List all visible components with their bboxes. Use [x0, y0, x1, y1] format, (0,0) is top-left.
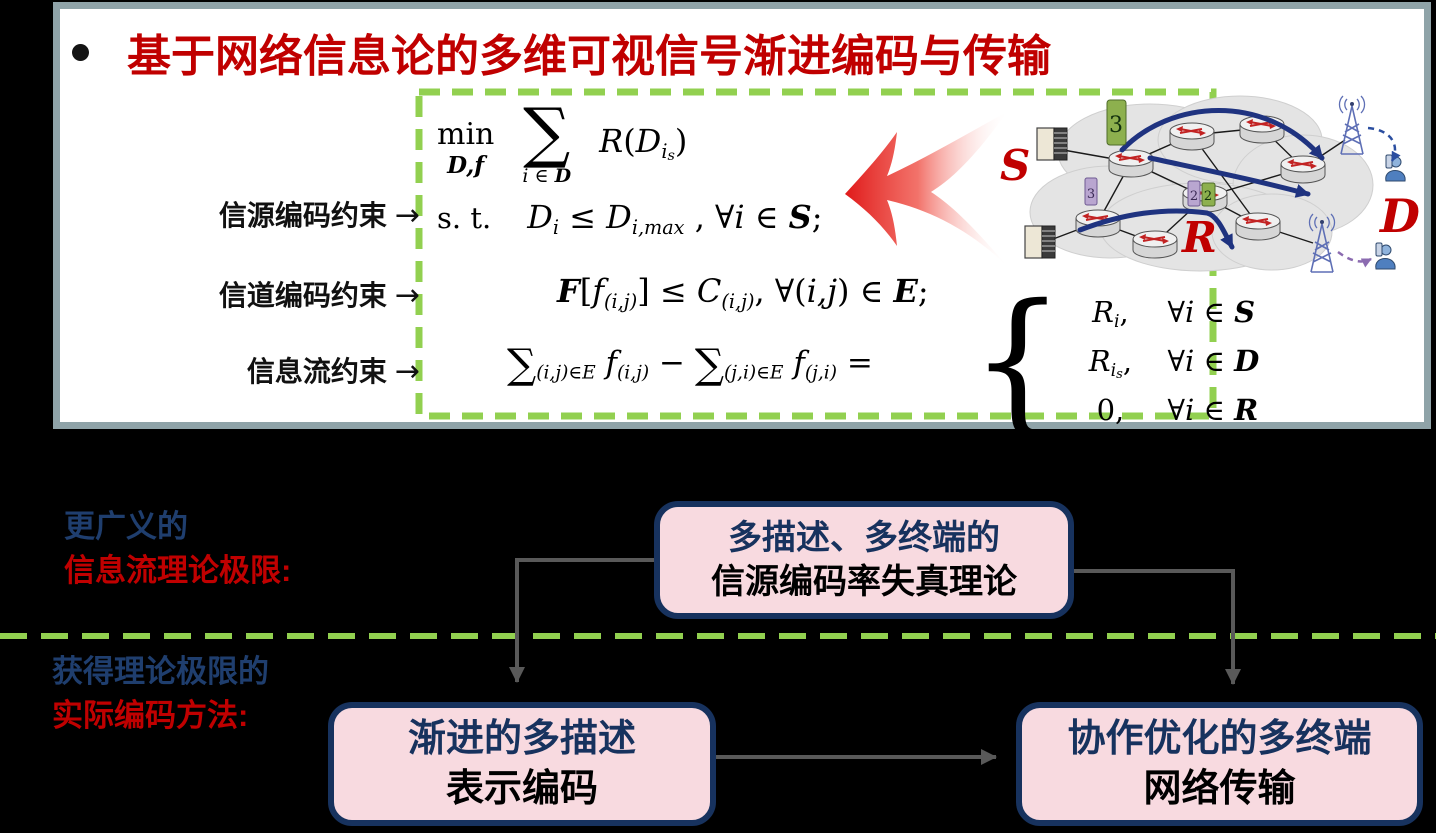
- curly-brace-icon: {: [970, 272, 1066, 450]
- box-line: 信源编码率失真理论: [711, 563, 1017, 601]
- sum-subscript: i ∈ D: [522, 164, 572, 187]
- label-source-coding-constraint: 信源编码约束→: [60, 194, 420, 234]
- connector-theory-to-transmission: [1072, 569, 1241, 685]
- right-arrow-icon: →: [394, 354, 420, 389]
- source-constraint-expression: Di ≤ Di,max , ∀i ∈ S;: [527, 198, 823, 239]
- min-label: min: [437, 117, 495, 152]
- label-information-flow-constraint: 信息流约束→: [60, 350, 420, 390]
- formula-flow-constraint: ∑(i,j)∈E f(i,j) − ∑(j,i)∈E f(j,i) =: [507, 340, 873, 388]
- bullet-icon: [72, 44, 89, 61]
- case-condition: ∀i ∈ D: [1167, 343, 1260, 378]
- label-information-flow-theory-limit: 更广义的 信息流理论极限:: [64, 505, 291, 593]
- label-channel-coding-constraint: 信道编码约束→: [60, 274, 420, 314]
- label-line: 实际编码方法:: [52, 698, 249, 733]
- box-line: 协作优化的多终端: [1067, 718, 1372, 760]
- case-value: Ri,: [1092, 295, 1129, 333]
- label-text: 信源编码约束: [218, 200, 387, 231]
- piecewise-row: Ri, ∀i ∈ S: [1067, 295, 1259, 332]
- label-text: 信道编码约束: [218, 280, 387, 311]
- sum-operator: ∑ i ∈ D: [522, 94, 572, 187]
- label-line: 信息流理论极限:: [64, 553, 292, 588]
- label-line: 更广义的: [64, 509, 188, 544]
- box-line: 网络传输: [1143, 768, 1296, 810]
- case-value: 0,: [1096, 392, 1125, 427]
- min-operator: min D,f: [437, 117, 495, 179]
- box-line: 表示编码: [445, 768, 598, 810]
- case-value: Ris,: [1088, 343, 1133, 382]
- connector-theory-to-coding: [509, 558, 656, 683]
- label-line: 获得理论极限的: [52, 654, 269, 689]
- case-condition: ∀i ∈ R: [1167, 392, 1259, 427]
- label-practical-coding-methods: 获得理论极限的 实际编码方法:: [52, 650, 269, 738]
- case-condition: ∀i ∈ S: [1167, 295, 1256, 330]
- box-cooperative-multi-terminal-transmission: 协作优化的多终端 网络传输: [1016, 702, 1423, 826]
- formula-piecewise: { Ri, ∀i ∈ S Ris, ∀i ∈ D 0, ∀i ∈ R: [970, 272, 1260, 450]
- box-progressive-multiple-description-coding: 渐进的多描述 表示编码: [328, 702, 716, 826]
- sigma-icon: ∑: [523, 94, 571, 171]
- piecewise-rows: Ri, ∀i ∈ S Ris, ∀i ∈ D 0, ∀i ∈ R: [1067, 295, 1260, 427]
- piecewise-row: 0, ∀i ∈ R: [1067, 393, 1259, 427]
- box-rate-distortion-theory: 多描述、多终端的 信源编码率失真理论: [654, 501, 1074, 619]
- formula-channel-constraint: F[f(i,j)] ≤ C(i,j), ∀(i,j) ∈ E;: [557, 272, 929, 313]
- subject-to-label: s. t.: [437, 201, 492, 235]
- piecewise-row: Ris, ∀i ∈ D: [1067, 343, 1260, 382]
- page-title: 基于网络信息论的多维可视信号渐进编码与传输: [127, 32, 1051, 81]
- label-text: 信息流约束: [246, 356, 387, 387]
- formula-objective-line: min D,f ∑ i ∈ D R(Dis): [437, 94, 688, 187]
- objective-term: R(Dis): [599, 122, 688, 164]
- formula-source-constraint: s. t. Di ≤ Di,max , ∀i ∈ S;: [437, 198, 823, 239]
- box-line: 多描述、多终端的: [728, 519, 1000, 557]
- right-arrow-icon: →: [394, 278, 420, 313]
- box-line: 渐进的多描述: [407, 718, 636, 760]
- right-arrow-icon: →: [394, 198, 420, 233]
- min-subscript: D,f: [447, 152, 485, 179]
